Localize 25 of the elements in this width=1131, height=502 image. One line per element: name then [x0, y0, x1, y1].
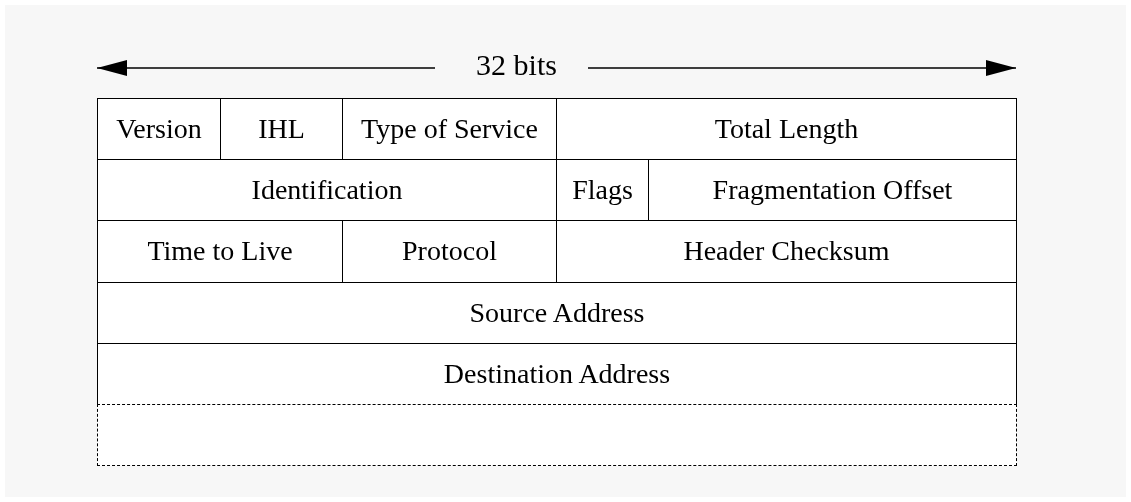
header-field: [556, 159, 649, 222]
header-field: [220, 98, 343, 161]
field-label: Total Length: [714, 115, 859, 144]
empty-field: [97, 404, 1017, 467]
header-field: [342, 98, 557, 161]
field-label: Identification: [251, 176, 403, 205]
field-label: Flags: [572, 176, 633, 205]
field-label: Header Checksum: [683, 237, 890, 266]
header-field: [342, 220, 557, 283]
header-field: [648, 159, 1017, 222]
field-label: Source Address: [469, 298, 645, 327]
header-field: [97, 220, 343, 283]
header-field: [97, 342, 1017, 405]
field-label: Protocol: [402, 237, 497, 266]
field-label: Type of Service: [361, 115, 538, 144]
header-field: [556, 98, 1017, 161]
field-label: Destination Address: [443, 359, 671, 388]
header-field: [97, 281, 1017, 344]
field-label: Fragmentation Offset: [712, 176, 953, 205]
field-label: Version: [116, 115, 202, 144]
field-label: Time to Live: [147, 237, 293, 266]
header-field: [97, 159, 557, 222]
header-field: [556, 220, 1017, 283]
header-field: [97, 98, 221, 161]
field-label: IHL: [258, 115, 305, 144]
